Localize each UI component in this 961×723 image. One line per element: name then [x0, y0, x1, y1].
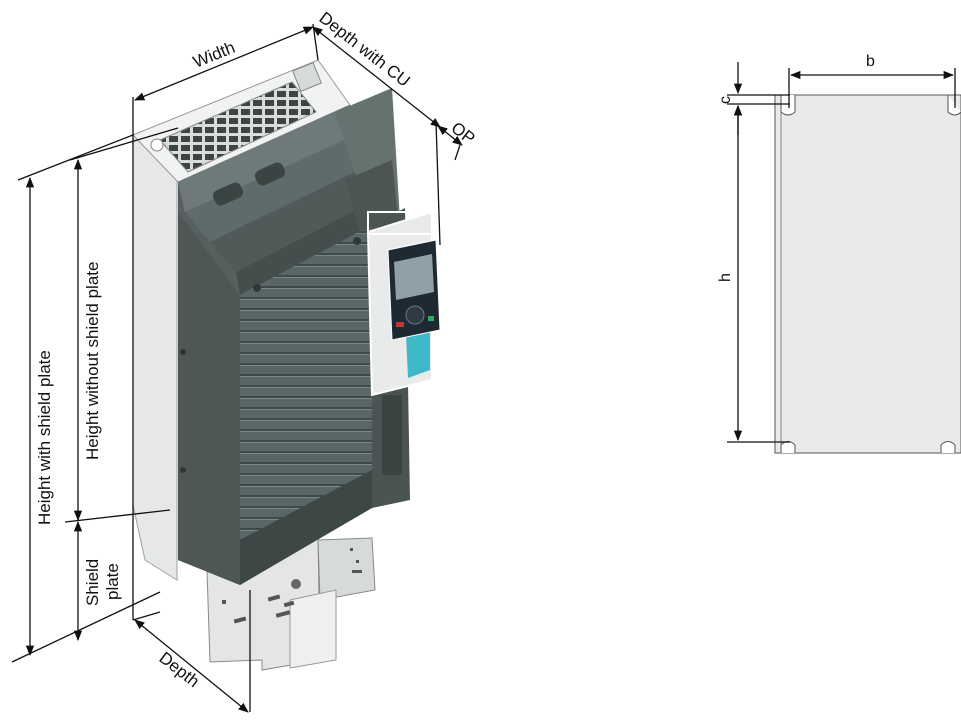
label-width: Width — [190, 38, 237, 72]
mounting-plate — [774, 94, 961, 454]
housing — [178, 105, 372, 585]
operator-panel — [387, 239, 441, 341]
label-shield: Shield — [83, 559, 102, 606]
label-plate: plate — [103, 563, 122, 600]
chassis-side — [132, 117, 178, 581]
label-b: b — [866, 53, 875, 70]
label-h: h — [717, 273, 734, 282]
label-height-without-shield-plate: Height without shield plate — [83, 262, 102, 460]
label-depth: Depth — [156, 648, 203, 691]
label-op: OP — [448, 118, 479, 148]
label-height-with-shield-plate: Height with shield plate — [35, 350, 54, 525]
mounting-plate-view: b c h — [717, 53, 961, 454]
inverter-view: Width Depth with CU OP Height with shiel… — [11, 8, 479, 713]
label-c: c — [717, 96, 734, 104]
dimension-lines-right — [727, 62, 956, 443]
dimension-lines-left — [11, 23, 463, 713]
